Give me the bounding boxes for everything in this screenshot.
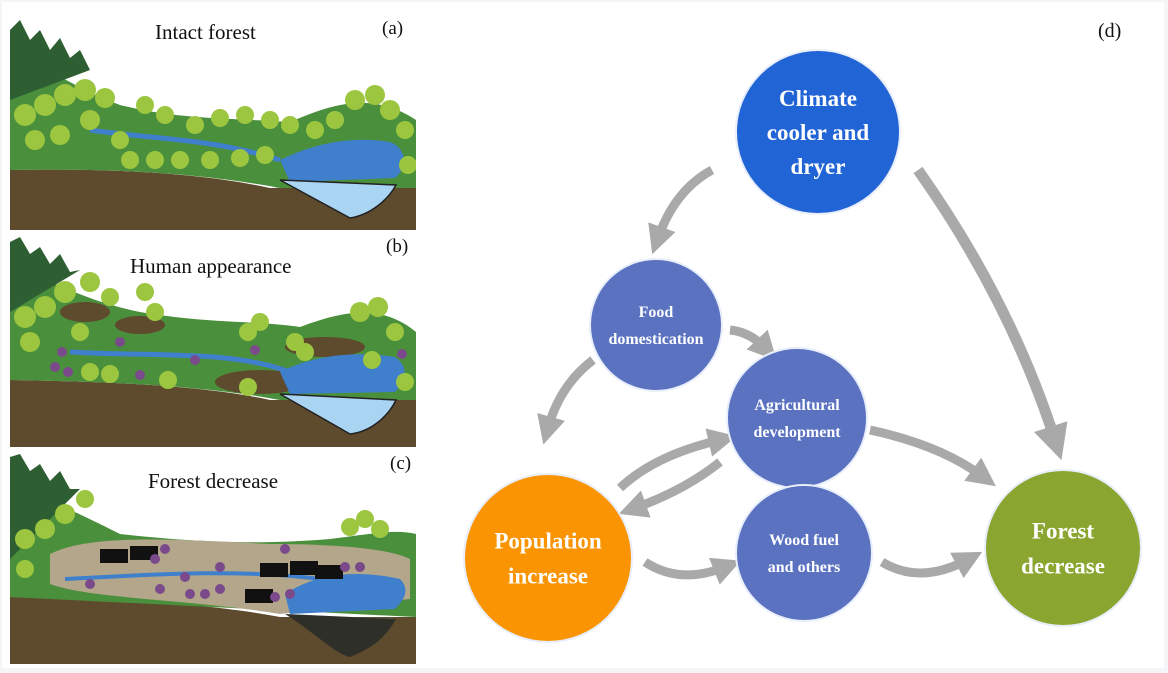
node-label: Wood fuel	[769, 532, 839, 549]
conifer-forest	[10, 20, 90, 100]
node-label: and others	[768, 559, 840, 576]
arrow-climate-forest	[913, 166, 1068, 461]
lake-dark	[285, 574, 406, 614]
clearing	[60, 302, 110, 322]
panel-tag: (a)	[382, 18, 404, 39]
panel-tag: (c)	[390, 453, 412, 474]
node-food: Food domestication	[589, 258, 723, 392]
arrow-food-population	[537, 356, 596, 445]
arrow-climate-food	[648, 166, 715, 255]
node-population: Population increase	[463, 473, 633, 643]
human-appearance-illustration	[10, 237, 416, 447]
node-label: development	[753, 424, 841, 441]
node-label: increase	[508, 564, 588, 589]
node-circle	[984, 469, 1142, 627]
panel-human-appearance: Human appearance (b)	[10, 232, 416, 447]
people	[50, 337, 407, 380]
node-label: domestication	[608, 331, 703, 348]
arrow-population-agri	[616, 428, 737, 492]
node-label: Agricultural	[754, 397, 840, 414]
arrow-agri-population	[618, 458, 723, 518]
lake-shadow	[285, 614, 396, 657]
panel-tag: (b)	[386, 236, 409, 257]
node-label: decrease	[1021, 554, 1105, 579]
node-label: Food	[639, 304, 674, 321]
node-label: Forest	[1032, 519, 1095, 544]
lake-dark	[280, 139, 404, 182]
panel-tag-d: (d)	[1098, 20, 1122, 42]
panel-intact-forest: Intact forest (a)	[10, 10, 416, 230]
arrow-population-wood	[642, 557, 742, 585]
node-label: Climate	[779, 86, 857, 111]
panel-title: Forest decrease	[148, 469, 279, 493]
forest-decrease-illustration	[10, 454, 416, 664]
node-circle	[726, 347, 868, 489]
soil	[10, 380, 416, 447]
lake-light	[279, 179, 398, 219]
stream	[69, 349, 291, 375]
panel-title: Human appearance	[130, 254, 292, 278]
lake-light	[279, 393, 398, 435]
node-label: cooler and	[767, 120, 870, 145]
arrow-food-agri	[729, 325, 777, 361]
node-circle	[589, 258, 723, 392]
soil	[10, 169, 416, 230]
panel-forest-decrease: Forest decrease (c)	[10, 449, 416, 664]
arrow-agri-forest	[869, 425, 996, 487]
node-label: Population	[494, 529, 602, 554]
trees	[15, 490, 389, 578]
intact-forest-illustration	[10, 20, 416, 230]
people	[85, 544, 365, 602]
trees	[14, 272, 414, 396]
node-wood: Wood fuel and others	[735, 484, 873, 622]
node-forest: Forest decrease	[984, 469, 1142, 627]
node-agri: Agricultural development	[726, 347, 868, 489]
node-circle	[463, 473, 633, 643]
node-label: dryer	[791, 154, 846, 179]
trees	[14, 79, 416, 174]
panel-title: Intact forest	[155, 20, 256, 44]
node-circle	[735, 484, 873, 622]
arrow-wood-forest	[879, 551, 983, 579]
node-climate: Climate cooler and dryer	[735, 49, 901, 215]
conifer-forest	[10, 237, 80, 312]
stream	[64, 571, 321, 581]
stream	[89, 127, 281, 163]
node-circle	[735, 49, 901, 215]
soil	[10, 597, 416, 664]
